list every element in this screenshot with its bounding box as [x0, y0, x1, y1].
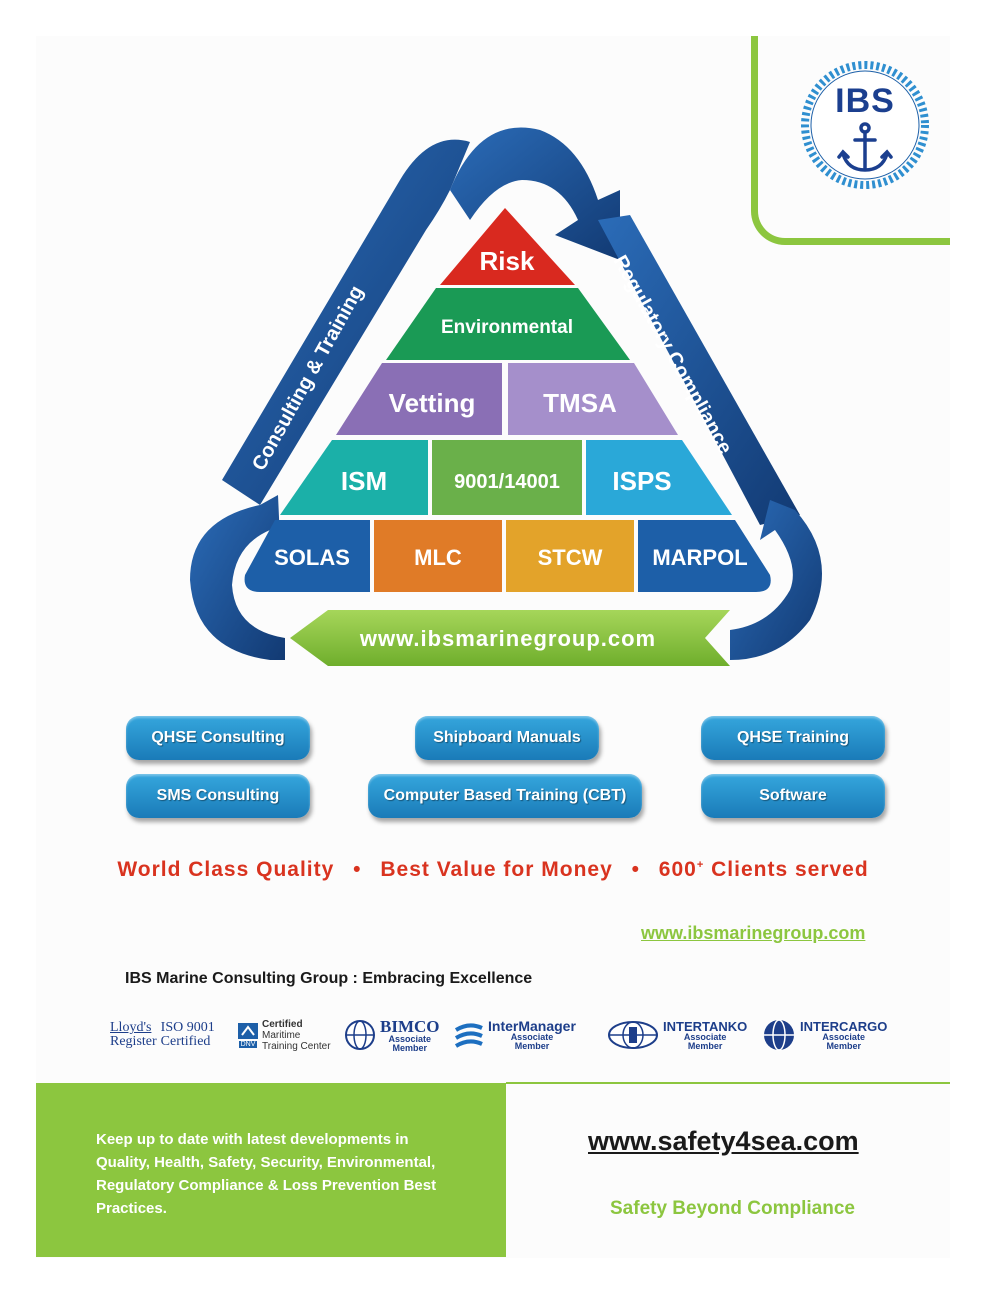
tagline-plus: + — [696, 859, 705, 871]
company-motto: IBS Marine Consulting Group : Embracing … — [125, 970, 533, 987]
tagline: World Class Quality • Best Value for Mon… — [36, 858, 950, 882]
intercargo-sub2: Member — [826, 1040, 861, 1051]
block-stcw-label: STCW — [538, 545, 603, 570]
anchor-icon — [837, 122, 893, 172]
tagline-quality: World Class Quality — [117, 858, 335, 881]
intermanager-name: InterManager — [488, 1017, 576, 1034]
corner-frame — [751, 36, 950, 245]
right-curve-arrow — [730, 500, 822, 660]
iso-cert-line2: Certified — [160, 1034, 211, 1049]
intercargo-badge: INTERCARGO Associate Member — [762, 1012, 887, 1058]
block-9001-14001 — [432, 440, 582, 515]
lloyds-line2: Register — [110, 1034, 157, 1049]
tagline-separator: • — [353, 858, 362, 881]
bimco-badge: BIMCO Associate Member — [344, 1012, 440, 1058]
block-tmsa — [508, 363, 678, 435]
website-link[interactable]: www.ibsmarinegroup.com — [641, 923, 866, 943]
block-marpol — [638, 520, 771, 592]
block-tmsa-label: TMSA — [543, 388, 617, 418]
footer-slogan: Safety Beyond Compliance — [610, 1198, 855, 1219]
compliance-pyramid: Consulting & Training Regulatory Complia… — [190, 127, 822, 666]
right-arrow — [598, 215, 800, 525]
url-banner — [290, 610, 730, 666]
intertanko-globe-icon — [608, 1021, 658, 1049]
block-isps — [586, 440, 732, 515]
block-environmental-label: Environmental — [441, 317, 573, 338]
intertanko-sub1: Associate — [683, 1031, 727, 1042]
tagline-clients: Clients served — [704, 858, 869, 881]
bimco-name: BIMCO — [380, 1016, 440, 1036]
block-solas — [244, 520, 370, 592]
logo-text: IBS — [835, 82, 895, 120]
bimco-sub1: Associate — [388, 1033, 432, 1044]
intertanko-badge: INTERTANKO Associate Member — [607, 1012, 747, 1058]
url-banner-text: www.ibsmarinegroup.com — [359, 626, 656, 651]
block-ism-label: ISM — [341, 466, 387, 496]
intercargo-sub1: Associate — [822, 1031, 865, 1042]
block-9001-14001-label: 9001/14001 — [454, 471, 560, 493]
ibs-logo: IBS — [798, 58, 932, 192]
left-curve-arrow — [190, 495, 285, 660]
block-environmental — [386, 288, 630, 360]
lloyds-register-badge: Lloyd's Register ISO 9001 Certified — [110, 1012, 215, 1058]
block-solas-label: SOLAS — [274, 545, 350, 570]
intertanko-name: INTERTANKO — [663, 1018, 748, 1034]
dnv-line3: Training Center — [262, 1040, 331, 1052]
block-mlc — [374, 520, 502, 592]
block-marpol-label: MARPOL — [652, 545, 747, 570]
service-qhse-training[interactable]: QHSE Training — [701, 716, 885, 760]
service-software[interactable]: Software — [701, 774, 885, 818]
intertanko-sub2: Member — [687, 1040, 723, 1051]
tagline-separator: • — [631, 858, 640, 881]
dnv-badge: DNV Certified Maritime Training Center — [238, 1012, 331, 1058]
tagline-value: Best Value for Money — [380, 858, 613, 881]
dnv-tag: DNV — [238, 1040, 258, 1048]
service-cbt[interactable]: Computer Based Training (CBT) — [368, 774, 642, 818]
footer-green-panel — [36, 1083, 506, 1257]
bimco-globe-icon — [345, 1020, 375, 1050]
block-risk-label: Risk — [480, 246, 535, 276]
top-curve-arrow — [450, 127, 620, 260]
intercargo-name: INTERCARGO — [800, 1018, 888, 1034]
block-vetting — [336, 363, 502, 435]
lloyds-line1: Lloyd's — [110, 1020, 152, 1035]
tagline-clients-count: 600 — [658, 858, 697, 881]
footer-green-text: Keep up to date with latest developments… — [96, 1131, 437, 1217]
intermanager-badge: InterManager Associate Member — [454, 1012, 576, 1058]
accreditation-badges: Lloyd's Register ISO 9001 Certified DNV … — [110, 1012, 910, 1058]
dnv-line2: Maritime — [262, 1029, 301, 1041]
bimco-sub2: Member — [392, 1042, 427, 1053]
left-arrow — [222, 139, 470, 505]
block-ism — [280, 440, 428, 515]
rope-ring-icon — [801, 61, 929, 189]
intermanager-sub1: Associate — [510, 1031, 554, 1042]
block-vetting-label: Vetting — [389, 388, 476, 418]
iso-cert-line1: ISO 9001 — [160, 1020, 215, 1035]
block-risk — [440, 208, 575, 285]
service-shipboard-manuals[interactable]: Shipboard Manuals — [415, 716, 599, 760]
block-isps-label-text: ISPS — [612, 466, 671, 496]
block-mlc-label: MLC — [414, 545, 462, 570]
service-sms-consulting[interactable]: SMS Consulting — [126, 774, 310, 818]
block-stcw — [506, 520, 634, 592]
intermanager-sub2: Member — [514, 1040, 550, 1051]
safety4sea-link[interactable]: www.safety4sea.com — [588, 1126, 859, 1156]
dnv-line1: Certified — [262, 1018, 303, 1030]
service-qhse-consulting[interactable]: QHSE Consulting — [126, 716, 310, 760]
intermanager-waves-icon — [454, 1023, 483, 1048]
dnv-emblem-icon — [238, 1022, 258, 1039]
intercargo-globe-icon — [764, 1019, 794, 1051]
footer-divider — [506, 1082, 950, 1084]
